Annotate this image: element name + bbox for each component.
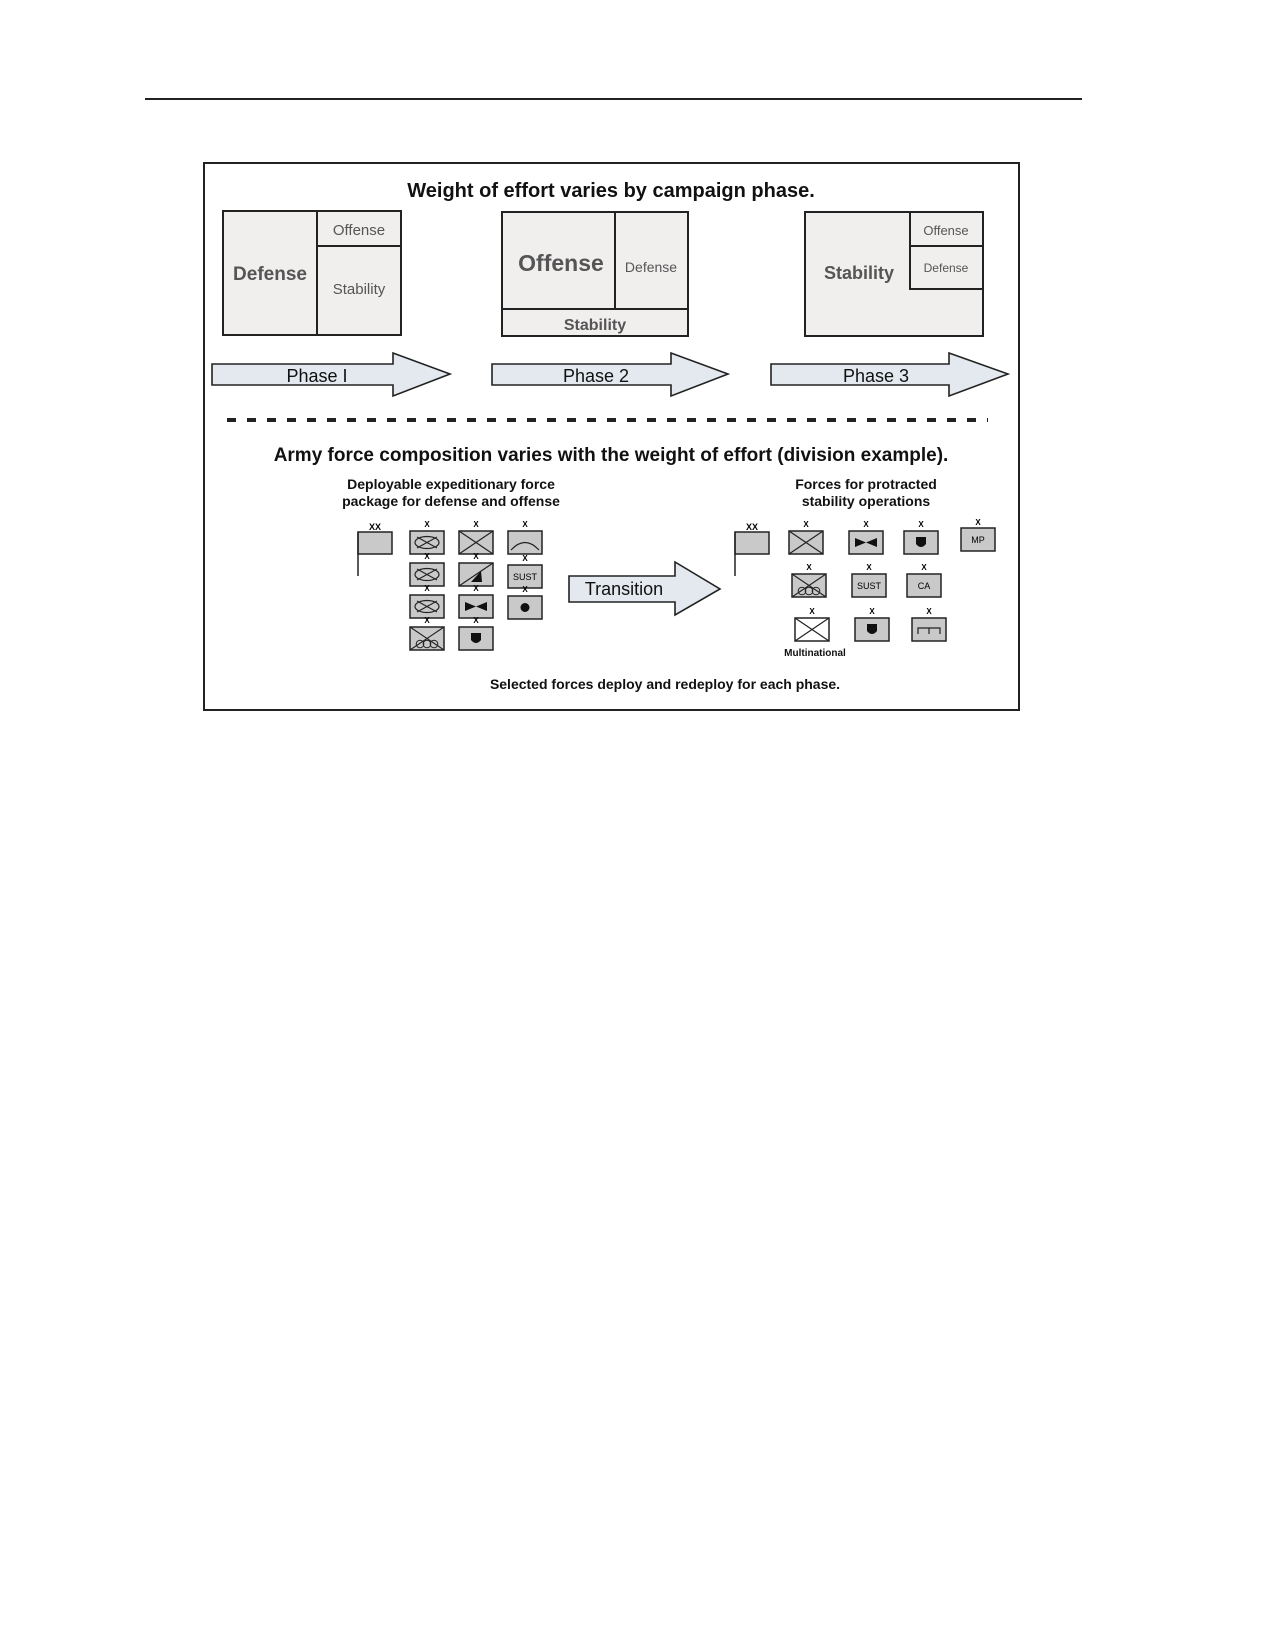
echelon-marker: XX — [369, 522, 381, 532]
phase-1-stability-label: Stability — [333, 281, 386, 298]
multinational-infantry-symbol — [794, 617, 830, 642]
military-police-brigade-symbol — [854, 617, 890, 642]
infantry-brigade-symbol — [458, 530, 494, 555]
phase-3-panel: Stability Offense Defense — [804, 211, 984, 337]
phase-1-arrow-label: Phase I — [286, 366, 347, 386]
echelon-marker: X — [522, 520, 528, 529]
engineer-brigade-symbol — [911, 617, 947, 642]
echelon-marker: X — [424, 616, 430, 625]
echelon-marker: X — [863, 520, 869, 529]
military-police-brigade-symbol — [458, 626, 494, 651]
echelon-marker: X — [522, 554, 528, 563]
echelon-marker: X — [866, 563, 872, 572]
phase-1-defense-label: Defense — [233, 264, 307, 285]
phase-2-offense-label: Offense — [518, 250, 604, 276]
phase-3-defense-label: Defense — [924, 261, 969, 275]
military-police-brigade-symbol — [903, 530, 939, 555]
echelon-marker: X — [424, 584, 430, 593]
aviation-brigade-symbol — [848, 530, 884, 555]
phase-1-offense-label: Offense — [333, 222, 385, 239]
echelon-marker: X — [473, 584, 479, 593]
ca-label: CA — [918, 581, 931, 591]
infantry-brigade-symbol — [788, 530, 824, 555]
left-force-package: XX X X X X X X X X X X SUST X — [357, 520, 543, 651]
aviation-brigade-symbol — [458, 594, 494, 619]
sust-label: SUST — [513, 572, 538, 582]
echelon-marker: X — [473, 552, 479, 561]
transition-label: Transition — [585, 579, 663, 599]
phase-2-arrow-label: Phase 2 — [563, 366, 629, 386]
multinational-label: Multinational — [784, 648, 846, 659]
right-force-package: XX X X X X MP X X SUST X CA X — [734, 518, 996, 659]
left-division-flag: XX — [357, 522, 393, 576]
armor-brigade-symbol — [409, 530, 445, 555]
echelon-marker: X — [869, 607, 875, 616]
figure-footer: Selected forces deploy and redeploy for … — [490, 676, 840, 692]
phase-3-stability-label: Stability — [824, 263, 894, 283]
artillery-brigade-symbol — [507, 595, 543, 620]
composition-subtitle: Army force composition varies with the w… — [274, 445, 949, 466]
armor-brigade-symbol — [409, 562, 445, 587]
echelon-marker: X — [473, 520, 479, 529]
echelon-marker: X — [809, 607, 815, 616]
phase-2-defense-label: Defense — [625, 259, 677, 275]
echelon-marker: X — [918, 520, 924, 529]
phase-3-offense-label: Offense — [923, 223, 968, 238]
sustainment-brigade-symbol: SUST — [507, 564, 543, 589]
phase-1-arrow: Phase I — [211, 351, 453, 398]
phase-3-arrow: Phase 3 — [770, 351, 1011, 398]
mp-brigade-symbol: MP — [960, 527, 996, 552]
left-group-heading-line-1: Deployable expeditionary force — [347, 476, 555, 492]
echelon-marker: XX — [746, 522, 758, 532]
echelon-marker: X — [473, 616, 479, 625]
fires-brigade-symbol — [458, 562, 494, 587]
right-group-heading-line-2: stability operations — [802, 493, 931, 509]
echelon-marker: X — [522, 585, 528, 594]
phase-2-arrow: Phase 2 — [491, 351, 731, 398]
echelon-marker: X — [424, 552, 430, 561]
phase-3-arrow-label: Phase 3 — [843, 366, 909, 386]
echelon-marker: X — [926, 607, 932, 616]
echelon-marker: X — [803, 520, 809, 529]
right-group-heading-line-1: Forces for protracted — [795, 476, 937, 492]
right-division-flag: XX — [734, 522, 770, 576]
figure-title: Weight of effort varies by campaign phas… — [407, 180, 815, 202]
left-group-heading-line-2: package for defense and offense — [342, 493, 560, 509]
sust-label: SUST — [857, 581, 882, 591]
page-top-rule — [145, 98, 1082, 100]
echelon-marker: X — [424, 520, 430, 529]
engineer-brigade-symbol — [507, 530, 543, 555]
phase-1-panel: Defense Offense Stability — [222, 210, 402, 336]
phase-2-stability-label: Stability — [564, 317, 626, 334]
stryker-brigade-symbol — [409, 626, 445, 651]
armor-brigade-symbol — [409, 594, 445, 619]
echelon-marker: X — [806, 563, 812, 572]
sustainment-brigade-symbol: SUST — [851, 573, 887, 598]
transition-arrow: Transition — [568, 560, 722, 617]
civil-affairs-brigade-symbol: CA — [906, 573, 942, 598]
mp-label: MP — [971, 535, 985, 545]
echelon-marker: X — [921, 563, 927, 572]
echelon-marker: X — [975, 518, 981, 527]
phase-2-panel: Offense Defense Stability — [501, 211, 689, 337]
stryker-brigade-symbol — [791, 573, 827, 598]
